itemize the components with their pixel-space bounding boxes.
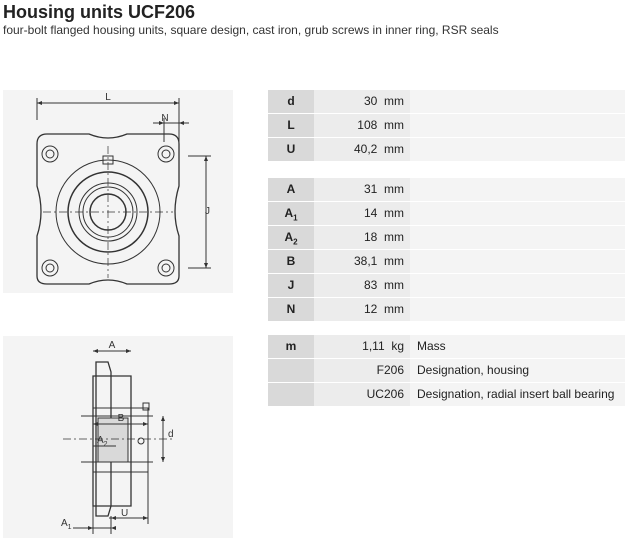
param-label: d xyxy=(268,90,314,113)
page-subtitle: four-bolt flanged housing units, square … xyxy=(3,23,499,37)
page-title: Housing units UCF206 xyxy=(3,2,196,22)
param-desc: Designation, radial insert ball bearing xyxy=(410,383,625,406)
param-value: 14 mm xyxy=(314,202,410,225)
param-desc xyxy=(410,274,625,297)
param-value: 1,11 kg xyxy=(314,335,410,358)
param-label xyxy=(268,383,314,406)
table-row: A2 18 mm xyxy=(268,226,625,250)
param-label: U xyxy=(268,138,314,161)
table-row: m 1,11 kg Mass xyxy=(268,335,625,359)
param-desc: Designation, housing xyxy=(410,359,625,382)
svg-text:A1: A1 xyxy=(61,518,72,531)
svg-text:A2: A2 xyxy=(97,435,108,448)
param-desc xyxy=(410,298,625,321)
param-value: 18 mm xyxy=(314,226,410,249)
dim-label-J: J xyxy=(205,206,210,217)
param-desc: Mass xyxy=(410,335,625,358)
table-row: F206 Designation, housing xyxy=(268,359,625,383)
param-label: A2 xyxy=(268,226,314,249)
table-row: UC206 Designation, radial insert ball be… xyxy=(268,383,625,407)
param-label: N xyxy=(268,298,314,321)
table-row: A1 14 mm xyxy=(268,202,625,226)
param-value: 108 mm xyxy=(314,114,410,137)
param-value: F206 xyxy=(314,359,410,382)
param-label: A1 xyxy=(268,202,314,225)
param-desc xyxy=(410,250,625,273)
dim-label-d: d xyxy=(168,429,174,440)
param-value: 38,1 mm xyxy=(314,250,410,273)
dim-label-L: L xyxy=(105,92,111,103)
table-row: A 31 mm xyxy=(268,178,625,202)
dim-label-U: U xyxy=(121,508,128,519)
param-value: 83 mm xyxy=(314,274,410,297)
param-label xyxy=(268,359,314,382)
table-row: L 108 mm xyxy=(268,114,625,138)
param-desc xyxy=(410,90,625,113)
param-desc xyxy=(410,138,625,161)
table-row: U 40,2 mm xyxy=(268,138,625,162)
param-value: 31 mm xyxy=(314,178,410,201)
table-row: d 30 mm xyxy=(268,90,625,114)
dim-label-A2-sub: 2 xyxy=(104,441,108,448)
param-value: 40,2 mm xyxy=(314,138,410,161)
param-label: J xyxy=(268,274,314,297)
table-row: N 12 mm xyxy=(268,298,625,322)
param-label: L xyxy=(268,114,314,137)
table-row: J 83 mm xyxy=(268,274,625,298)
param-label: A xyxy=(268,178,314,201)
dim-label-A: A xyxy=(109,340,116,351)
param-value: 30 mm xyxy=(314,90,410,113)
side-view-drawing: A B A2 d U A1 xyxy=(3,336,233,538)
dim-label-B: B xyxy=(118,413,125,424)
param-desc xyxy=(410,226,625,249)
dim-label-A2: A xyxy=(97,435,104,446)
dimension-group-1: d 30 mm L 108 mm U 40,2 mm xyxy=(268,90,625,162)
param-value: 12 mm xyxy=(314,298,410,321)
param-label: B xyxy=(268,250,314,273)
dim-label-N: N xyxy=(161,113,168,124)
dim-label-A1: A xyxy=(61,518,68,529)
param-desc xyxy=(410,114,625,137)
dim-label-A1-sub: 1 xyxy=(68,524,72,531)
table-row: B 38,1 mm xyxy=(268,250,625,274)
properties-group: m 1,11 kg Mass F206 Designation, housing… xyxy=(268,335,625,407)
dimension-group-2: A 31 mm A1 14 mm A2 18 mm B 38,1 mm J 83… xyxy=(268,178,625,322)
front-view-drawing: L N J xyxy=(3,90,233,293)
param-desc xyxy=(410,178,625,201)
param-desc xyxy=(410,202,625,225)
param-value: UC206 xyxy=(314,383,410,406)
param-label: m xyxy=(268,335,314,358)
